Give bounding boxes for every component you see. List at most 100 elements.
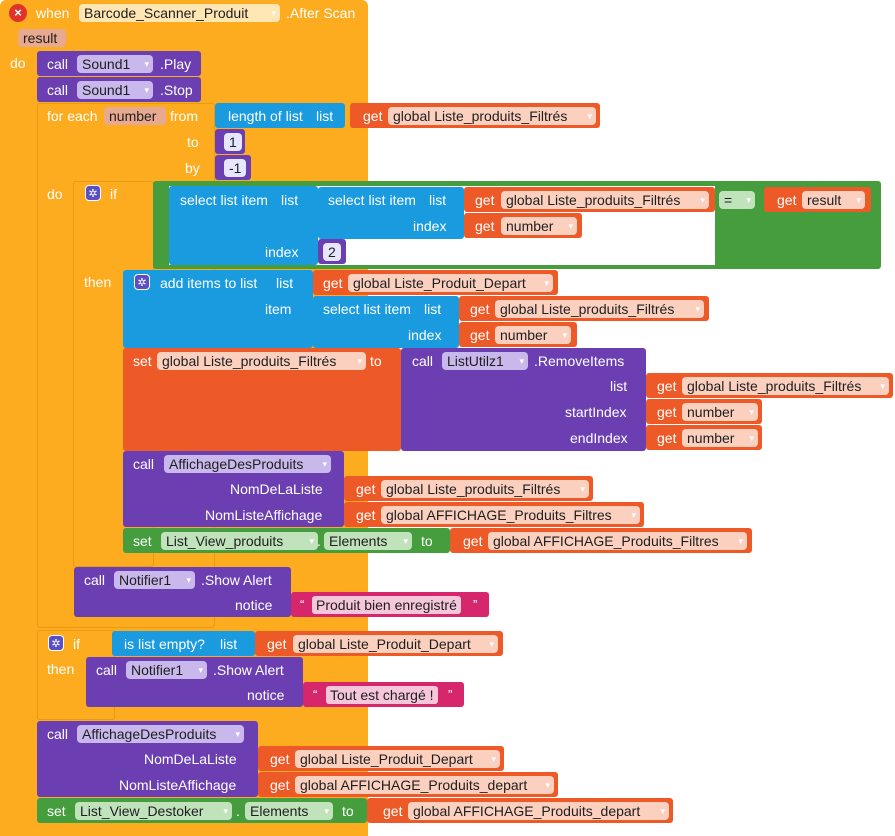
set-view-component[interactable]: List_View_produits▾ xyxy=(161,532,318,550)
get-var-dropdown[interactable]: global Liste_produits_Filtrés▾ xyxy=(495,300,704,318)
open-quote: “ xyxy=(300,597,305,612)
get-var-dropdown[interactable]: global Liste_produits_Filtrés▾ xyxy=(388,107,596,125)
chevron-down-icon: ▾ xyxy=(700,195,705,205)
get-var-dropdown[interactable]: global Liste_Produit_Depart▾ xyxy=(295,750,500,768)
event-do-label: do xyxy=(10,55,26,71)
for-each-to-label: to xyxy=(187,134,199,150)
if-label: if xyxy=(110,186,117,202)
gear-icon[interactable]: ✲ xyxy=(134,274,150,290)
text-value[interactable]: Produit bien enregistré xyxy=(312,596,461,614)
chevron-down-icon: ▾ xyxy=(144,59,149,69)
get-var-dropdown[interactable]: number▾ xyxy=(501,217,577,235)
select-outer-block[interactable] xyxy=(169,186,318,265)
chevron-down-icon: ▾ xyxy=(738,536,743,546)
chevron-down-icon: ▾ xyxy=(491,754,496,764)
chevron-down-icon: ▾ xyxy=(562,330,567,340)
call-label: call xyxy=(133,456,155,472)
show-alert-method: .Show Alert xyxy=(213,662,284,678)
get-var-dropdown[interactable]: global AFFICHAGE_Produits_Filtres▾ xyxy=(381,506,640,524)
param-nomlisteaffichage: NomListeAffichage xyxy=(119,777,237,793)
set-var-dropdown[interactable]: global Liste_produits_Filtrés▾ xyxy=(157,352,366,370)
get-var-dropdown[interactable]: global Liste_Produit_Depart▾ xyxy=(348,274,553,292)
call-label: call xyxy=(47,56,69,72)
chevron-down-icon: ▾ xyxy=(880,381,885,391)
for-each-var[interactable]: number xyxy=(104,107,166,125)
chevron-down-icon: ▾ xyxy=(322,459,327,469)
event-component-dropdown[interactable]: Barcode_Scanner_Produit▾ xyxy=(79,4,280,22)
get-var-dropdown[interactable]: global AFFICHAGE_Produits_Filtres▾ xyxy=(488,532,747,550)
get-var-dropdown[interactable]: number▾ xyxy=(682,403,758,421)
select-inner-index-label: index xyxy=(413,218,447,234)
select-inner-list-label: list xyxy=(429,192,447,208)
call-label: call xyxy=(47,82,69,98)
chevron-down-icon: ▾ xyxy=(746,195,751,205)
show-alert-method: .Show Alert xyxy=(201,572,272,588)
add-items-list-label: list xyxy=(276,275,294,291)
call-label: call xyxy=(96,662,118,678)
gear-icon[interactable]: ✲ xyxy=(85,185,101,201)
affichage-proc-dropdown[interactable]: AffichageDesProduits▾ xyxy=(77,725,244,743)
get-var-dropdown[interactable]: global AFFICHAGE_Produits_depart▾ xyxy=(408,802,669,820)
call-label: call xyxy=(412,353,434,369)
then-label: then xyxy=(84,274,112,290)
event-name: .After Scan xyxy=(286,5,356,21)
for-each-from-label: from xyxy=(170,108,198,124)
get-var-dropdown[interactable]: global Liste_produits_Filtrés▾ xyxy=(501,191,709,209)
number-to-value[interactable]: 1 xyxy=(224,133,242,151)
get-var-dropdown[interactable]: global Liste_produits_Filtrés▾ xyxy=(682,377,889,395)
length-of-list-block[interactable] xyxy=(215,103,345,128)
listutilz-component[interactable]: ListUtilz1▾ xyxy=(442,352,528,370)
length-of-list-label: length of list xyxy=(228,108,303,124)
text-value[interactable]: Tout est chargé ! xyxy=(326,686,438,704)
notifier-component[interactable]: Notifier1▾ xyxy=(114,571,195,589)
select-list-item-block[interactable] xyxy=(313,296,459,348)
sound-play-component[interactable]: Sound1▾ xyxy=(77,55,153,73)
get-var-dropdown[interactable]: global Liste_produits_Filtrés▾ xyxy=(381,480,589,498)
chevron-down-icon: ▾ xyxy=(749,433,754,443)
chevron-down-icon: ▾ xyxy=(403,536,408,546)
add-items-item-label: item xyxy=(265,301,292,317)
add-items-block[interactable] xyxy=(123,270,313,348)
number-index-value[interactable]: 2 xyxy=(323,243,341,261)
select-list-label: list xyxy=(424,301,442,317)
chevron-down-icon: ▾ xyxy=(545,780,550,790)
chevron-down-icon: ▾ xyxy=(631,510,636,520)
get-var-dropdown[interactable]: number▾ xyxy=(682,429,758,447)
set-view-prop[interactable]: Elements▾ xyxy=(324,532,412,550)
get-var-dropdown[interactable]: global AFFICHAGE_Produits_depart▾ xyxy=(295,776,554,794)
get-var-dropdown[interactable]: number▾ xyxy=(495,326,571,344)
close-icon[interactable]: × xyxy=(9,4,27,22)
is-list-empty-block[interactable] xyxy=(112,631,255,656)
get-label: get xyxy=(657,404,677,420)
chevron-down-icon: ▾ xyxy=(856,195,861,205)
event-keyword: when xyxy=(36,5,70,21)
get-label: get xyxy=(270,777,290,793)
select-outer-label: select list item xyxy=(180,192,268,208)
get-var-dropdown[interactable]: global Liste_Produit_Depart▾ xyxy=(293,635,498,653)
affichage-proc-dropdown[interactable]: AffichageDesProduits▾ xyxy=(164,455,331,473)
gear-icon[interactable]: ✲ xyxy=(48,635,64,651)
get-label: get xyxy=(475,218,495,234)
get-var-dropdown[interactable]: result▾ xyxy=(802,191,865,209)
sound-stop-component[interactable]: Sound1▾ xyxy=(77,81,153,99)
set-view-prop[interactable]: Elements▾ xyxy=(245,802,333,820)
dot-label: . xyxy=(317,533,321,549)
select-outer-list-label: list xyxy=(281,192,299,208)
add-items-label: add items to list xyxy=(160,275,258,291)
select-outer-index-label: index xyxy=(265,244,299,260)
get-label: get xyxy=(777,192,797,208)
event-param-result[interactable]: result xyxy=(18,29,66,47)
select-inner-block[interactable] xyxy=(318,187,464,239)
chevron-down-icon: ▾ xyxy=(580,484,585,494)
number-by-value[interactable]: -1 xyxy=(224,159,247,177)
notifier-component[interactable]: Notifier1▾ xyxy=(126,661,207,679)
set-view-component[interactable]: List_View_Destoker▾ xyxy=(75,802,232,820)
compare-op-dropdown[interactable]: =▾ xyxy=(719,191,755,209)
get-label: get xyxy=(383,803,403,819)
remove-end-label: endIndex xyxy=(570,430,628,446)
chevron-down-icon: ▾ xyxy=(271,8,276,18)
get-label: get xyxy=(470,301,490,317)
get-label: get xyxy=(270,751,290,767)
close-quote: ” xyxy=(473,597,478,612)
chevron-down-icon: ▾ xyxy=(186,575,191,585)
